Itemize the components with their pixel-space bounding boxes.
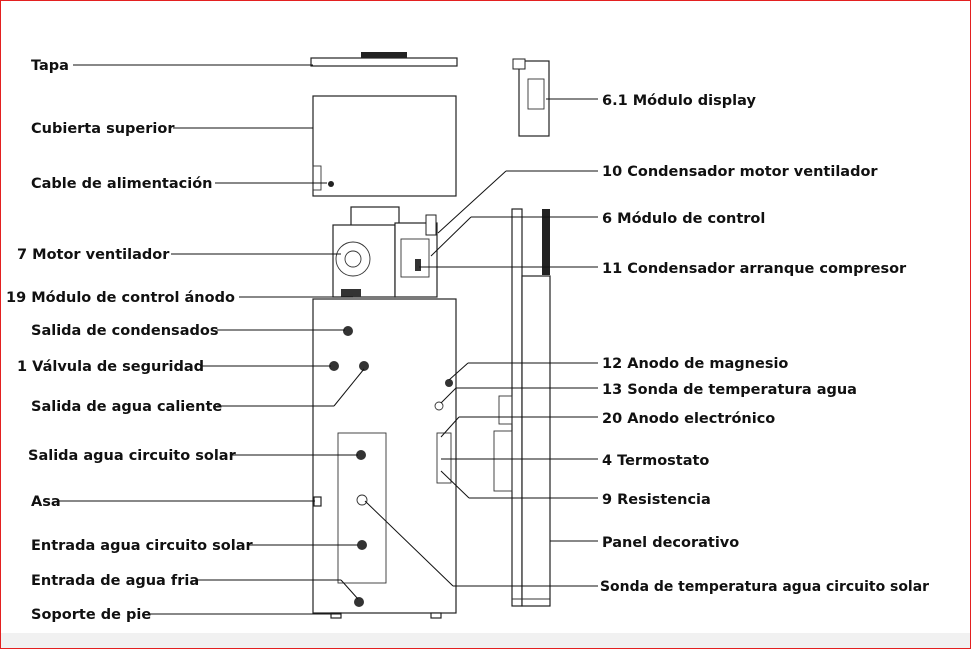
label-entrada-agua-circuito-solar: Entrada agua circuito solar [31, 538, 254, 554]
label-condensador-motor-ventilador: 10 Condensador motor ventilador [602, 164, 878, 180]
label-soporte-pie: Soporte de pie [31, 607, 151, 623]
label-modulo-display: 6.1 Módulo display [602, 93, 756, 109]
label-cable-alimentacion: Cable de alimentación [31, 176, 212, 192]
label-tapa: Tapa [31, 58, 69, 74]
label-modulo-control-anodo: 19 Módulo de control ánodo [6, 290, 235, 306]
label-salida-agua-caliente: Salida de agua caliente [31, 399, 222, 415]
label-condensador-arranque-compresor: 11 Condensador arranque compresor [602, 261, 907, 277]
label-anodo-magnesio: 12 Anodo de magnesio [602, 356, 788, 372]
label-anodo-electronico: 20 Anodo electrónico [602, 411, 775, 427]
label-motor-ventilador: 7 Motor ventilador [17, 247, 170, 263]
lid-part [310, 52, 458, 67]
fan-motor-section [332, 206, 438, 298]
label-asa: Asa [31, 494, 61, 510]
label-panel-decorativo: Panel decorativo [602, 535, 739, 551]
display-module-part [512, 58, 550, 137]
label-sonda-temperatura-agua: 13 Sonda de temperatura agua [602, 382, 857, 398]
label-cubierta-superior: Cubierta superior [31, 121, 175, 137]
top-cover-part [312, 95, 457, 197]
label-sonda-temperatura-circuito-solar: Sonda de temperatura agua circuito solar [600, 579, 930, 595]
bottom-strip [1, 633, 970, 648]
label-resistencia: 9 Resistencia [602, 492, 711, 508]
label-valvula-seguridad: 1 Válvula de seguridad [17, 359, 204, 375]
label-entrada-agua-fria: Entrada de agua fria [31, 573, 199, 589]
tank-body [312, 298, 457, 619]
label-termostato: 4 Termostato [602, 453, 709, 469]
label-modulo-control: 6 Módulo de control [602, 211, 765, 227]
label-salida-agua-circuito-solar: Salida agua circuito solar [28, 448, 237, 464]
leader-lines-right [364, 98, 598, 587]
label-salida-condensados: Salida de condensados [31, 323, 218, 339]
leader-lines-left [59, 64, 365, 615]
decorative-panel-part [493, 208, 551, 607]
